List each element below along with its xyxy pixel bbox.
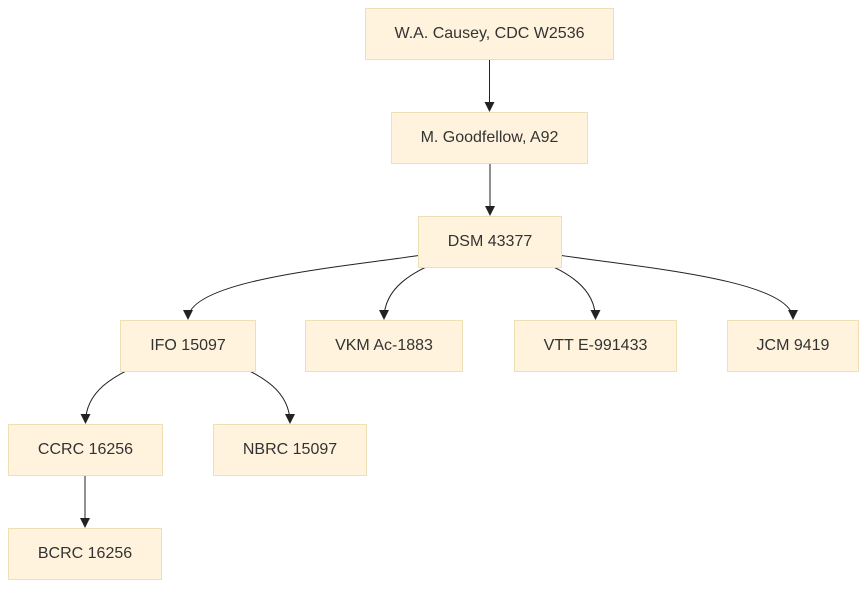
node-nbrc: NBRC 15097: [213, 424, 367, 476]
node-goodfellow: M. Goodfellow, A92: [391, 112, 588, 164]
node-bcrc: BCRC 16256: [8, 528, 162, 580]
node-jcm: JCM 9419: [727, 320, 859, 372]
node-vtt: VTT E-991433: [514, 320, 677, 372]
node-dsm: DSM 43377: [418, 216, 562, 268]
node-causey: W.A. Causey, CDC W2536: [365, 8, 614, 60]
edge-dsm-to-jcm: [551, 253, 798, 320]
node-ifo: IFO 15097: [120, 320, 256, 372]
node-ccrc: CCRC 16256: [8, 424, 163, 476]
edge-dsm-to-ifo: [183, 253, 429, 320]
node-vkm: VKM Ac-1883: [305, 320, 463, 372]
